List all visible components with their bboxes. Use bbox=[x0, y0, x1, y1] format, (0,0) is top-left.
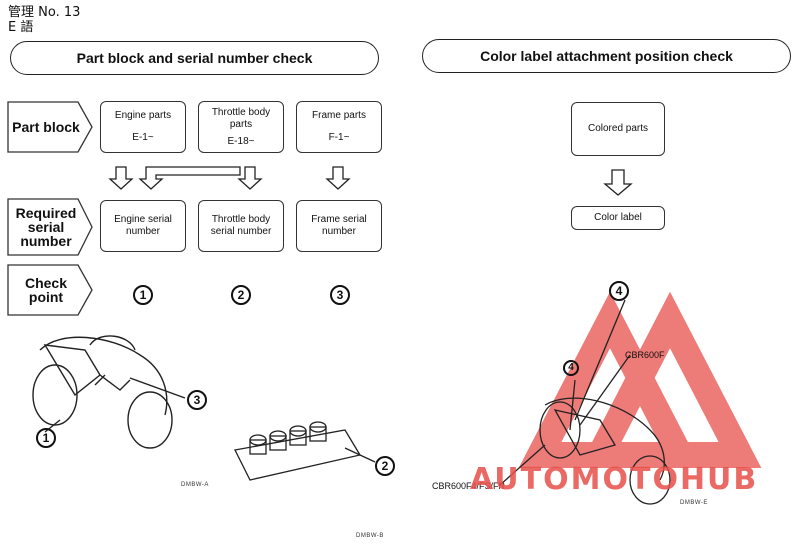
check-point-1: 1 bbox=[133, 285, 153, 305]
part-box-frame-code: F-1~ bbox=[328, 132, 350, 143]
tag-required-line-2: serial bbox=[27, 219, 65, 235]
part-box-engine-name: Engine parts bbox=[114, 110, 172, 121]
watermark-logo bbox=[518, 291, 762, 468]
figure-code-a: DMBW-A bbox=[181, 482, 209, 488]
tag-check-line-2: point bbox=[28, 289, 64, 305]
serial-box-frame-line-2: number bbox=[322, 226, 356, 237]
tag-part-block: Part block bbox=[8, 102, 84, 152]
left-section-title: Part block and serial number check bbox=[10, 41, 379, 75]
part-box-engine: Engine parts E-1~ bbox=[100, 101, 186, 153]
figure-code-e: DMBW-E bbox=[680, 500, 708, 506]
watermark-text: AUTOMOTOHUB bbox=[470, 462, 759, 497]
right-section-title: Color label attachment position check bbox=[422, 39, 791, 73]
motorcycle-sketch bbox=[32, 335, 186, 449]
doc-language: E 語 bbox=[8, 20, 34, 35]
part-box-throttle: Throttle body parts E-18~ bbox=[198, 101, 284, 153]
row-tags bbox=[7, 101, 93, 316]
tag-shape-required bbox=[7, 198, 93, 256]
figure-code-b: DMBW-B bbox=[356, 533, 384, 539]
serial-box-throttle-line-2: serial number bbox=[210, 226, 272, 237]
tag-shape-part-block bbox=[7, 101, 93, 153]
colored-parts-label: Colored parts bbox=[587, 123, 649, 134]
model-label-top: CBR600F bbox=[625, 350, 665, 360]
arrow-colored bbox=[603, 169, 633, 196]
serial-box-throttle-line-1: Throttle body bbox=[211, 214, 271, 225]
serial-box-throttle: Throttle body serial number bbox=[198, 200, 284, 252]
doc-header: 管理 No. 13 E 語 bbox=[8, 5, 80, 35]
serial-box-engine: Engine serial number bbox=[100, 200, 186, 252]
check-point-2: 2 bbox=[231, 285, 251, 305]
tag-check-point: Check point bbox=[8, 265, 84, 315]
arrow-throttle bbox=[237, 166, 263, 190]
check-point-3: 3 bbox=[330, 285, 350, 305]
callout-4-small: 4 bbox=[563, 360, 579, 376]
part-box-throttle-code: E-18~ bbox=[227, 135, 255, 147]
throttle-body-sketch bbox=[234, 421, 376, 481]
doc-control-number: 管理 No. 13 bbox=[8, 5, 81, 20]
tag-part-block-label: Part block bbox=[12, 119, 80, 135]
serial-box-frame: Frame serial number bbox=[296, 200, 382, 252]
callout-4: 4 bbox=[609, 281, 629, 301]
colored-parts-box: Colored parts bbox=[571, 102, 665, 156]
tag-check-line-1: Check bbox=[24, 275, 68, 291]
color-label-box: Color label bbox=[571, 206, 665, 230]
arrow-engine bbox=[108, 166, 134, 190]
part-box-frame: Frame parts F-1~ bbox=[296, 101, 382, 153]
callout-1: 1 bbox=[36, 428, 56, 448]
serial-box-engine-line-1: Engine serial bbox=[114, 214, 172, 225]
model-label-bottom: CBR600F4/FS/FR bbox=[432, 481, 506, 491]
flow-arrows bbox=[108, 166, 633, 196]
motorcycle-sketch-right bbox=[499, 299, 671, 505]
part-box-throttle-name-2: parts bbox=[229, 118, 253, 130]
part-box-engine-code: E-1~ bbox=[132, 132, 154, 143]
tag-required-line-1: Required bbox=[15, 205, 77, 221]
part-box-frame-name: Frame parts bbox=[312, 110, 366, 121]
tag-required-serial: Required serial number bbox=[8, 199, 84, 255]
tag-required-line-3: number bbox=[20, 233, 72, 249]
arrow-throttle-to-engine bbox=[138, 166, 241, 190]
part-box-throttle-name-1: Throttle body bbox=[211, 106, 271, 118]
serial-box-frame-line-1: Frame serial bbox=[311, 214, 367, 225]
arrow-frame bbox=[325, 166, 351, 190]
tag-shape-check bbox=[7, 264, 93, 316]
callout-2: 2 bbox=[375, 456, 395, 476]
callout-3: 3 bbox=[187, 390, 207, 410]
serial-box-engine-line-2: number bbox=[126, 226, 160, 237]
color-label-label: Color label bbox=[594, 212, 642, 223]
